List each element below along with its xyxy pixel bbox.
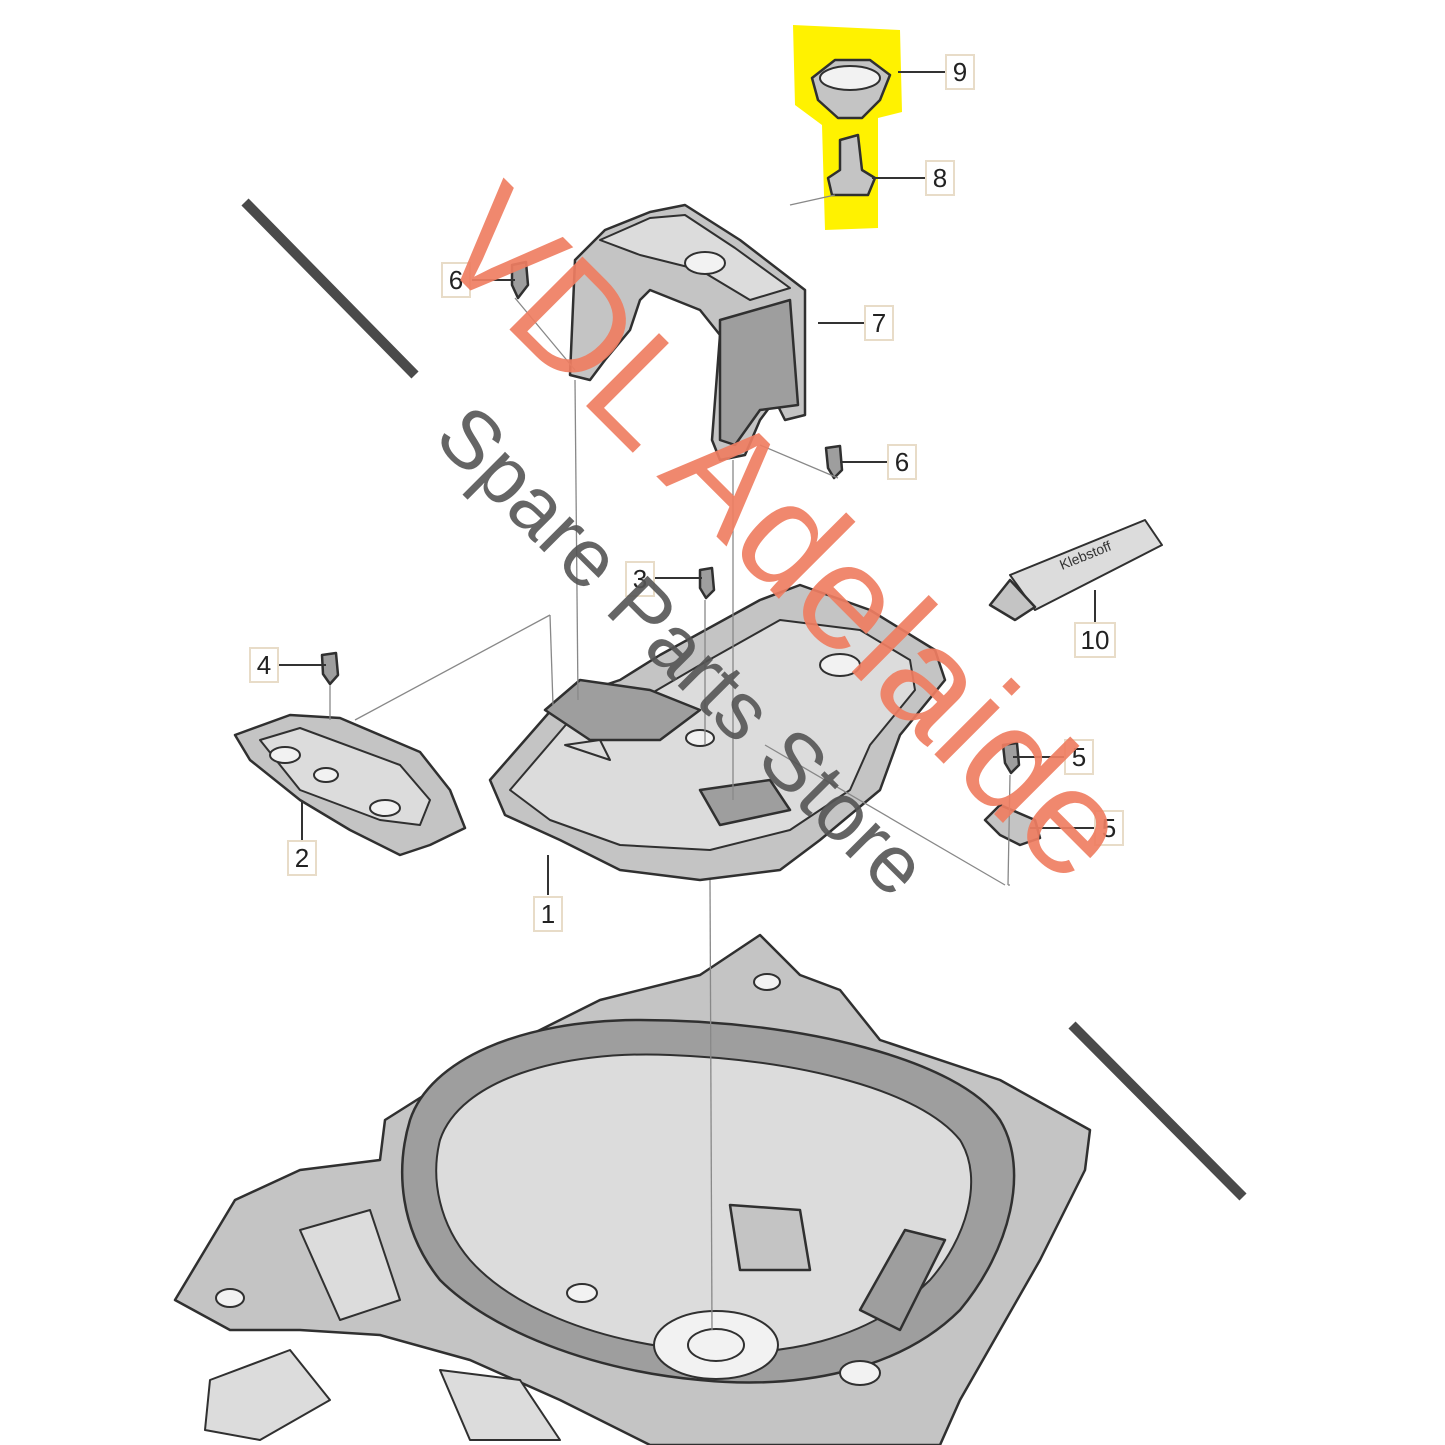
svg-text:10: 10 <box>1081 625 1110 655</box>
svg-text:6: 6 <box>895 447 909 477</box>
callout-6-right: 6 <box>887 444 917 480</box>
svg-text:7: 7 <box>872 308 886 338</box>
bolt-6-upper <box>510 260 530 300</box>
spare-wheel-well <box>173 933 1092 1445</box>
watermark-bar-left <box>241 198 419 379</box>
part-10-adhesive-tube: Klebstoff <box>988 519 1163 622</box>
svg-text:6: 6 <box>449 265 463 295</box>
highlighted-parts-8-9 <box>793 25 902 230</box>
assembly-lines <box>329 194 1011 1331</box>
part-8-bolt <box>826 133 877 197</box>
callout-2: 2 <box>287 840 317 876</box>
part-1-foam-tray <box>488 583 947 882</box>
callout-8: 8 <box>925 160 955 196</box>
callout-10: 10 <box>1074 622 1116 658</box>
callout-3: 3 <box>625 561 655 597</box>
part-5-clip <box>983 803 1042 847</box>
callout-9: 9 <box>945 54 975 90</box>
bolt-6-right <box>824 444 844 480</box>
callout-4: 4 <box>249 647 279 683</box>
callout-1: 1 <box>533 896 563 932</box>
callout-7: 7 <box>864 305 894 341</box>
watermark-bar-right <box>1068 1021 1247 1201</box>
callout-5-upper: 5 <box>1064 739 1094 775</box>
svg-text:1: 1 <box>541 899 555 929</box>
svg-text:9: 9 <box>953 57 967 87</box>
bolt-5 <box>1001 741 1021 775</box>
svg-text:2: 2 <box>295 843 309 873</box>
svg-text:5: 5 <box>1102 813 1116 843</box>
svg-text:8: 8 <box>933 163 947 193</box>
svg-text:4: 4 <box>257 650 271 680</box>
part-7-retainer <box>568 203 807 462</box>
leader-lines <box>278 71 1096 895</box>
highlight-region <box>793 25 902 230</box>
bolt-3 <box>698 566 716 600</box>
svg-text:5: 5 <box>1072 742 1086 772</box>
fasteners <box>320 260 1021 775</box>
callout-5-lower: 5 <box>1094 810 1124 846</box>
svg-text:3: 3 <box>633 564 647 594</box>
callout-6-left: 6 <box>441 262 471 298</box>
bolt-4 <box>320 651 340 686</box>
part-2-bracket <box>233 713 467 857</box>
